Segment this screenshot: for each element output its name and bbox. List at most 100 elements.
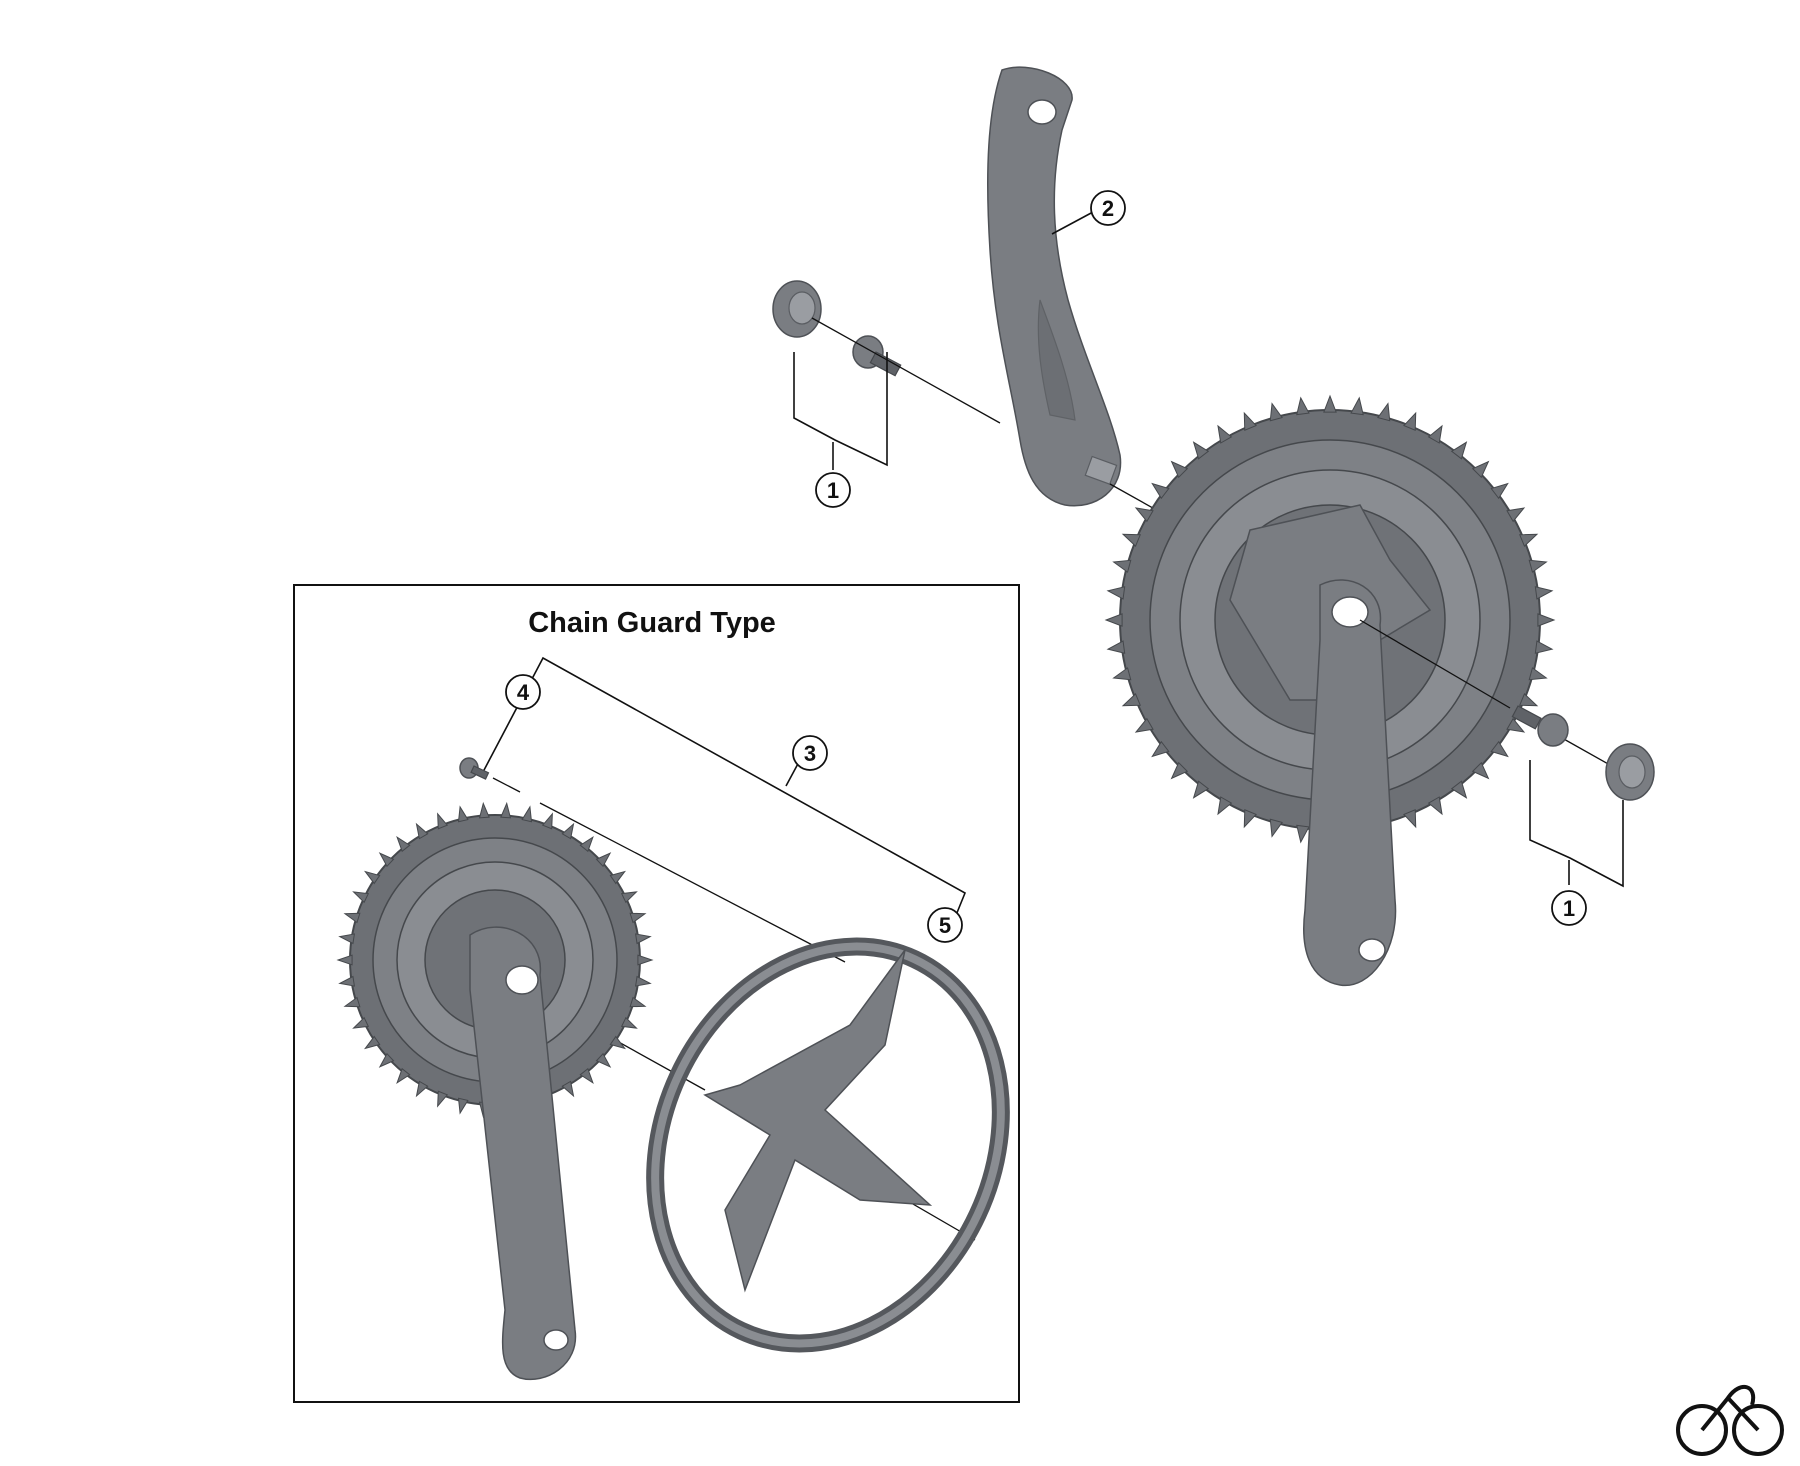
chainring-tooth-icon <box>1528 667 1548 681</box>
chainring-tooth-icon <box>609 870 626 885</box>
chainring-tooth-icon <box>364 1035 381 1050</box>
chainring-tooth-icon <box>336 954 353 966</box>
chainring-tooth-icon <box>1134 717 1154 733</box>
bb-socket-icon <box>505 965 539 995</box>
callout-1-lower: 1 <box>1551 890 1587 926</box>
square-taper-socket-icon <box>1084 455 1118 485</box>
chainring-tooth-icon <box>343 912 361 924</box>
chainring-tooth-icon <box>1427 424 1443 444</box>
chainring-tooth-icon <box>629 996 647 1008</box>
inset-title: Chain Guard Type <box>528 607 776 639</box>
chainring-tooth-icon <box>1170 761 1189 780</box>
chainring-tooth-icon <box>1106 586 1126 600</box>
chainring-tooth-icon <box>500 801 512 819</box>
chainring-tooth-icon <box>1121 533 1141 547</box>
svg-text:1: 1 <box>827 478 839 503</box>
chainring-tooth-icon <box>1121 693 1141 707</box>
chainring-tooth-icon <box>1350 396 1364 416</box>
chainring-tooth-icon <box>1490 482 1509 500</box>
chainring-tooth-icon <box>1104 613 1123 627</box>
crank-cap-lower <box>1605 743 1655 801</box>
chainring-tooth-icon <box>1217 424 1233 444</box>
crank-bolt-upper <box>852 335 902 377</box>
chainring-tooth-icon <box>1106 640 1126 654</box>
chainring-tooth-icon <box>1534 640 1554 654</box>
chainring-tooth-icon <box>1217 796 1233 816</box>
svg-text:5: 5 <box>939 913 951 938</box>
chainring-tooth-icon <box>396 836 411 853</box>
chainring-tooth-icon <box>415 822 429 840</box>
chainring-tooth-icon <box>1490 740 1509 758</box>
chainring-tooth-icon <box>1471 460 1490 479</box>
chainring-tooth-icon <box>1296 396 1310 416</box>
svg-text:2: 2 <box>1102 196 1114 221</box>
chainring-tooth-icon <box>561 1080 575 1098</box>
svg-text:3: 3 <box>804 741 816 766</box>
callout-3: 3 <box>792 735 828 771</box>
pedal-hole-icon <box>543 1329 569 1351</box>
chainring-tooth-icon <box>579 836 594 853</box>
chainring-tooth-icon <box>541 812 553 830</box>
chainring-tooth-icon <box>629 912 647 924</box>
chainring-tooth-icon <box>1377 402 1391 422</box>
chain-guard <box>646 937 1010 1353</box>
callout-5: 5 <box>927 907 963 943</box>
callout-2: 2 <box>1090 190 1126 226</box>
chainring-tooth-icon <box>1450 780 1468 799</box>
chainring-tooth-icon <box>1269 818 1283 838</box>
chainring-tooth-icon <box>338 933 355 945</box>
chainring-tooth-icon <box>437 812 449 830</box>
svg-text:1: 1 <box>1563 896 1575 921</box>
chainring-tooth-icon <box>364 870 381 885</box>
chainring-tooth-icon <box>1269 402 1283 422</box>
pedal-hole-icon <box>1358 938 1386 962</box>
callout-1-upper: 1 <box>815 472 851 508</box>
chainring-tooth-icon <box>620 891 638 904</box>
right-crankset <box>1104 394 1556 987</box>
chainring-bolt <box>459 757 490 780</box>
chainring-tooth-icon <box>1506 507 1526 523</box>
chainring-tooth-icon <box>595 852 612 868</box>
bb-socket-icon <box>1331 596 1369 628</box>
chainring-tooth-icon <box>1134 507 1154 523</box>
chainring-tooth-icon <box>396 1067 411 1084</box>
chainring-tooth-icon <box>637 954 654 966</box>
chainring-tooth-icon <box>595 1052 612 1068</box>
chainring-tooth-icon <box>635 933 652 945</box>
chainring-tooth-icon <box>1323 394 1337 413</box>
chainring-tooth-icon <box>1151 482 1170 500</box>
chain-guard-inset: Chain Guard Type <box>293 584 1020 1403</box>
chainring-tooth-icon <box>579 1067 594 1084</box>
chainring-tooth-icon <box>338 975 355 987</box>
chainring-tooth-icon <box>1519 533 1539 547</box>
chainring-tooth-icon <box>378 852 395 868</box>
chainring-tooth-icon <box>1534 586 1554 600</box>
chainring-tooth-icon <box>1170 460 1189 479</box>
chainring-tooth-icon <box>1192 780 1210 799</box>
chainring-tooth-icon <box>1112 667 1132 681</box>
chainring-tooth-icon <box>1471 761 1490 780</box>
chainring-tooth-icon <box>1296 824 1310 844</box>
chainring-tooth-icon <box>352 891 370 904</box>
chainring-tooth-icon <box>521 805 533 823</box>
chainring-tooth-icon <box>378 1052 395 1068</box>
chainring-tooth-icon <box>457 1097 469 1115</box>
chainring-tooth-icon <box>415 1080 429 1098</box>
inset-frame <box>293 584 1020 1403</box>
chainring-tooth-icon <box>1450 441 1468 460</box>
crank-bolt-lower <box>1511 705 1569 747</box>
chainring-tooth-icon <box>343 996 361 1008</box>
callout-4: 4 <box>505 674 541 710</box>
chainring-tooth-icon <box>1403 411 1417 431</box>
chainring-tooth-icon <box>1192 441 1210 460</box>
chainring-tooth-icon <box>1537 613 1556 627</box>
chainring-tooth-icon <box>352 1016 370 1029</box>
chainring-tooth-icon <box>478 801 490 819</box>
chainring-tooth-icon <box>1151 740 1170 758</box>
chainring-tooth-icon <box>1506 717 1526 733</box>
chainring-tooth-icon <box>1403 809 1417 829</box>
chainring-tooth-icon <box>1528 559 1548 573</box>
chainring-tooth-icon <box>1243 809 1257 829</box>
chainring-tooth-icon <box>437 1090 449 1108</box>
chainring-tooth-icon <box>1112 559 1132 573</box>
